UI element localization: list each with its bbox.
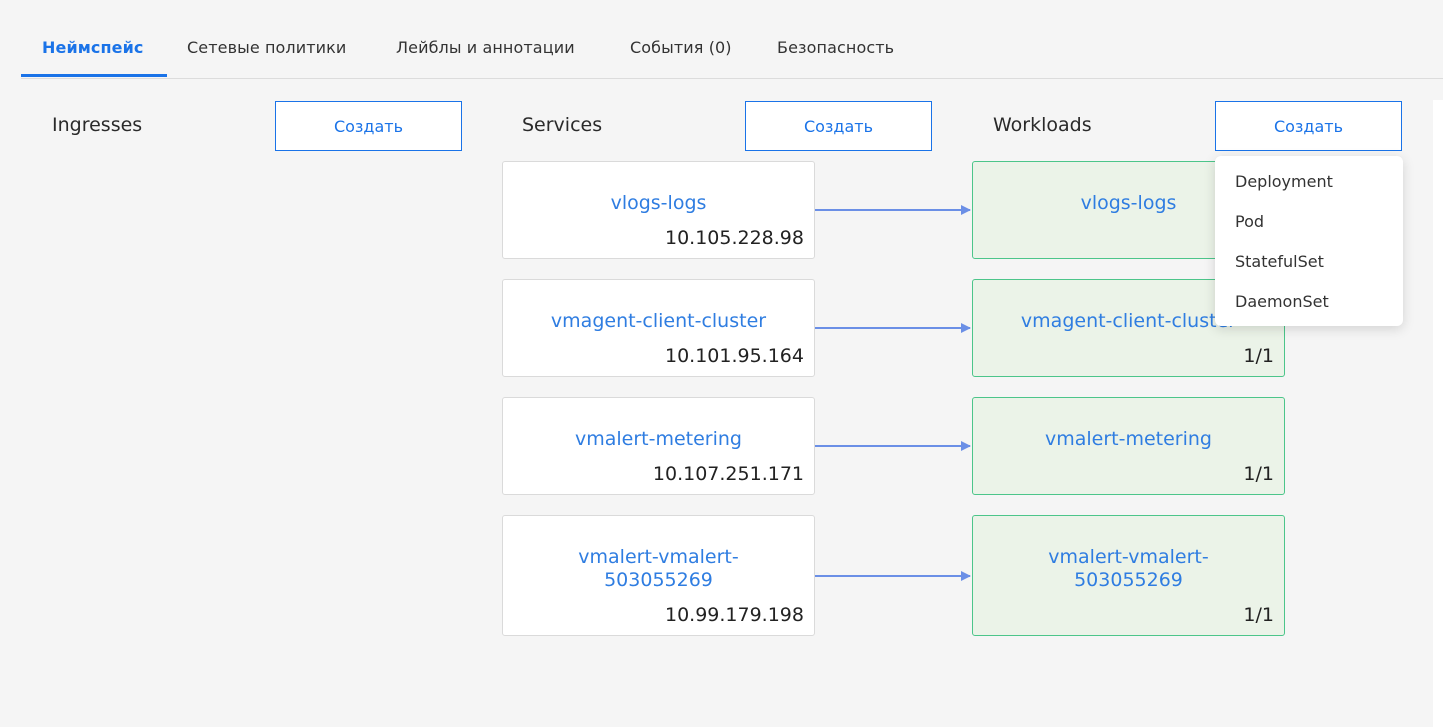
active-tab-indicator [21,74,167,77]
workload-replicas: 1/1 [1243,345,1274,367]
service-card[interactable]: vmalert-metering 10.107.251.171 [502,397,815,495]
workload-name-link[interactable]: vmalert-metering [1044,428,1212,450]
service-ip: 10.99.179.198 [664,604,804,626]
services-title: Services [522,114,603,136]
create-ingress-button[interactable]: Создать [275,101,462,151]
workload-name-link[interactable]: vmagent-client-cluster [1020,310,1237,332]
service-ip: 10.105.228.98 [664,227,804,249]
menu-item-statefulset[interactable]: StatefulSet [1235,252,1324,271]
tab-bar: Неймспейс Сетевые политики Лейблы и анно… [21,0,1443,79]
menu-item-pod[interactable]: Pod [1235,212,1265,231]
service-card[interactable]: vmagent-client-cluster 10.101.95.164 [502,279,815,377]
workload-name-link[interactable]: vlogs-logs [1080,192,1177,214]
tab-network-policies[interactable]: Сетевые политики [187,38,347,57]
workloads-title: Workloads [993,114,1092,136]
service-card[interactable]: vmalert-vmalert-503055269 10.99.179.198 [502,515,815,636]
workload-card[interactable]: vmalert-metering 1/1 [972,397,1285,495]
service-name-link[interactable]: vlogs-logs [610,192,707,214]
ingresses-title: Ingresses [52,114,143,136]
workload-card[interactable]: vmalert-vmalert-503055269 1/1 [972,515,1285,636]
side-panel-edge [1433,100,1443,727]
tab-security[interactable]: Безопасность [777,38,895,57]
create-service-button[interactable]: Создать [745,101,932,151]
service-ip: 10.107.251.171 [652,463,804,485]
workload-replicas: 1/1 [1243,463,1274,485]
service-card[interactable]: vlogs-logs 10.105.228.98 [502,161,815,259]
menu-item-daemonset[interactable]: DaemonSet [1235,292,1329,311]
tab-events[interactable]: События (0) [630,38,732,57]
service-name-link[interactable]: vmagent-client-cluster [550,310,767,332]
tab-labels-annotations[interactable]: Лейблы и аннотации [396,38,575,57]
workload-name-link[interactable]: vmalert-vmalert-503055269 [1048,546,1209,591]
tab-namespace[interactable]: Неймспейс [42,38,144,57]
create-workload-button[interactable]: Создать [1215,101,1402,151]
service-name-link[interactable]: vmalert-metering [574,428,742,450]
menu-item-deployment[interactable]: Deployment [1235,172,1333,191]
service-ip: 10.101.95.164 [664,345,804,367]
workload-replicas: 1/1 [1243,604,1274,626]
create-workload-menu: Deployment Pod StatefulSet DaemonSet [1215,156,1403,326]
service-name-link[interactable]: vmalert-vmalert-503055269 [578,546,739,591]
